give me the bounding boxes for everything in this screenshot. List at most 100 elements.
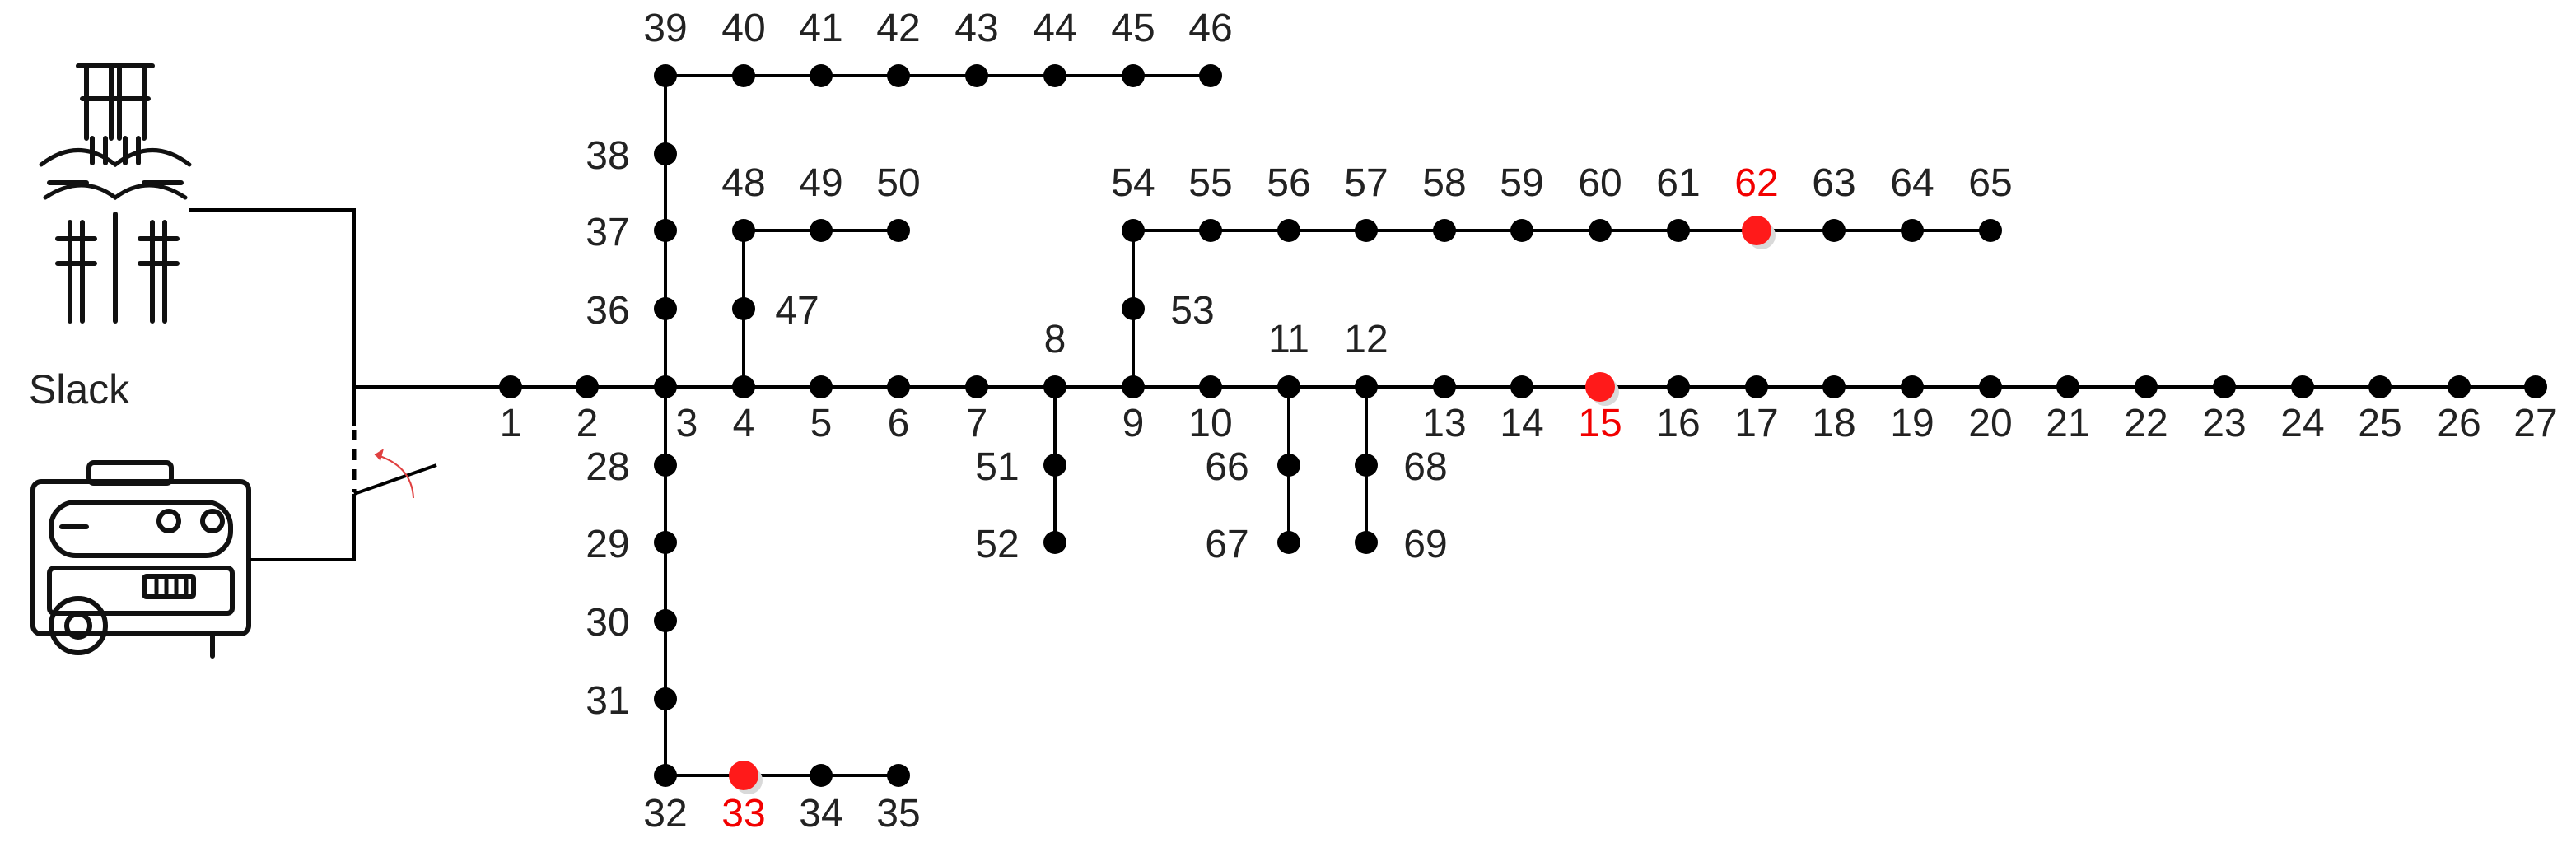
- bus-43[interactable]: [965, 64, 988, 87]
- bus-10[interactable]: [1199, 375, 1222, 398]
- bus-12[interactable]: [1355, 375, 1378, 398]
- bus-8-label: 8: [1044, 318, 1066, 361]
- bus-14-label: 14: [1500, 402, 1543, 445]
- bus-52[interactable]: [1043, 531, 1066, 554]
- switch-icon[interactable]: [351, 426, 437, 496]
- bus-15[interactable]: [1585, 372, 1615, 402]
- bus-53[interactable]: [1122, 297, 1145, 320]
- bus-25[interactable]: [2368, 375, 2392, 398]
- bus-57[interactable]: [1355, 219, 1378, 242]
- bus-11-label: 11: [1268, 318, 1309, 361]
- bus-38[interactable]: [654, 142, 677, 165]
- bus-37[interactable]: [654, 219, 677, 242]
- bus-20-label: 20: [1968, 402, 2012, 445]
- bus-18[interactable]: [1822, 375, 1846, 398]
- bus-24-label: 24: [2280, 402, 2324, 445]
- bus-47[interactable]: [732, 297, 755, 320]
- bus-28-label: 28: [586, 445, 629, 489]
- switch-arrow-icon: [374, 454, 414, 499]
- bus-6[interactable]: [887, 375, 910, 398]
- bus-13[interactable]: [1433, 375, 1456, 398]
- network-buses: [499, 64, 2547, 794]
- bus-3[interactable]: [654, 375, 677, 398]
- bus-56[interactable]: [1277, 219, 1300, 242]
- bus-22[interactable]: [2135, 375, 2158, 398]
- bus-16[interactable]: [1667, 375, 1690, 398]
- bus-21[interactable]: [2056, 375, 2079, 398]
- bus-31[interactable]: [654, 687, 677, 710]
- bus-48[interactable]: [732, 219, 755, 242]
- bus-2[interactable]: [576, 375, 599, 398]
- bus-27[interactable]: [2524, 375, 2547, 398]
- bus-8[interactable]: [1043, 375, 1066, 398]
- bus-16-label: 16: [1656, 402, 1700, 445]
- bus-54[interactable]: [1122, 219, 1145, 242]
- bus-22-label: 22: [2124, 402, 2168, 445]
- bus-44[interactable]: [1043, 64, 1066, 87]
- bus-61[interactable]: [1667, 219, 1690, 242]
- bus-35[interactable]: [887, 764, 910, 787]
- bus-26[interactable]: [2448, 375, 2471, 398]
- bus-43-label: 43: [954, 7, 998, 50]
- bus-69[interactable]: [1355, 531, 1378, 554]
- bus-24[interactable]: [2291, 375, 2314, 398]
- bus-1[interactable]: [499, 375, 522, 398]
- bus-46[interactable]: [1199, 64, 1222, 87]
- bus-33[interactable]: [729, 761, 758, 790]
- bus-63[interactable]: [1822, 219, 1846, 242]
- bus-65[interactable]: [1979, 219, 2002, 242]
- bus-42[interactable]: [887, 64, 910, 87]
- bus-62-label: 62: [1734, 161, 1778, 205]
- bus-51[interactable]: [1043, 454, 1066, 477]
- bus-23[interactable]: [2213, 375, 2236, 398]
- bus-27-label: 27: [2513, 402, 2557, 445]
- bus-62[interactable]: [1742, 216, 1771, 245]
- bus-17[interactable]: [1745, 375, 1768, 398]
- bus-49-label: 49: [799, 161, 842, 205]
- bus-18-label: 18: [1812, 402, 1855, 445]
- bus-64[interactable]: [1901, 219, 1924, 242]
- bus-28[interactable]: [654, 454, 677, 477]
- bus-48-label: 48: [721, 161, 765, 205]
- bus-58[interactable]: [1433, 219, 1456, 242]
- bus-66[interactable]: [1277, 454, 1300, 477]
- bus-29[interactable]: [654, 531, 677, 554]
- network-lines: [352, 74, 2537, 777]
- bus-9[interactable]: [1122, 375, 1145, 398]
- bus-4[interactable]: [732, 375, 755, 398]
- bus-54-label: 54: [1111, 161, 1155, 205]
- source-connection: [189, 208, 512, 561]
- bus-32-label: 32: [643, 792, 687, 836]
- bus-57-label: 57: [1344, 161, 1388, 205]
- bus-41[interactable]: [810, 64, 833, 87]
- bus-11[interactable]: [1277, 375, 1300, 398]
- bus-5[interactable]: [810, 375, 833, 398]
- bus-61-label: 61: [1656, 161, 1700, 205]
- bus-68[interactable]: [1355, 454, 1378, 477]
- bus-30[interactable]: [654, 609, 677, 632]
- bus-4-label: 4: [733, 402, 755, 445]
- bus-58-label: 58: [1422, 161, 1466, 205]
- bus-69-label: 69: [1403, 523, 1447, 566]
- bus-52-label: 52: [975, 523, 1019, 566]
- bus-25-label: 25: [2358, 402, 2401, 445]
- bus-67[interactable]: [1277, 531, 1300, 554]
- bus-19[interactable]: [1901, 375, 1924, 398]
- bus-59[interactable]: [1510, 219, 1533, 242]
- bus-55[interactable]: [1199, 219, 1222, 242]
- bus-33-label: 33: [721, 792, 765, 836]
- bus-40-label: 40: [721, 7, 765, 50]
- bus-50[interactable]: [887, 219, 910, 242]
- bus-7[interactable]: [965, 375, 988, 398]
- bus-14[interactable]: [1510, 375, 1533, 398]
- bus-36[interactable]: [654, 297, 677, 320]
- bus-59-label: 59: [1500, 161, 1543, 205]
- bus-32[interactable]: [654, 764, 677, 787]
- bus-49[interactable]: [810, 219, 833, 242]
- bus-20[interactable]: [1979, 375, 2002, 398]
- bus-34[interactable]: [810, 764, 833, 787]
- bus-40[interactable]: [732, 64, 755, 87]
- bus-45[interactable]: [1122, 64, 1145, 87]
- bus-60[interactable]: [1589, 219, 1612, 242]
- bus-39[interactable]: [654, 64, 677, 87]
